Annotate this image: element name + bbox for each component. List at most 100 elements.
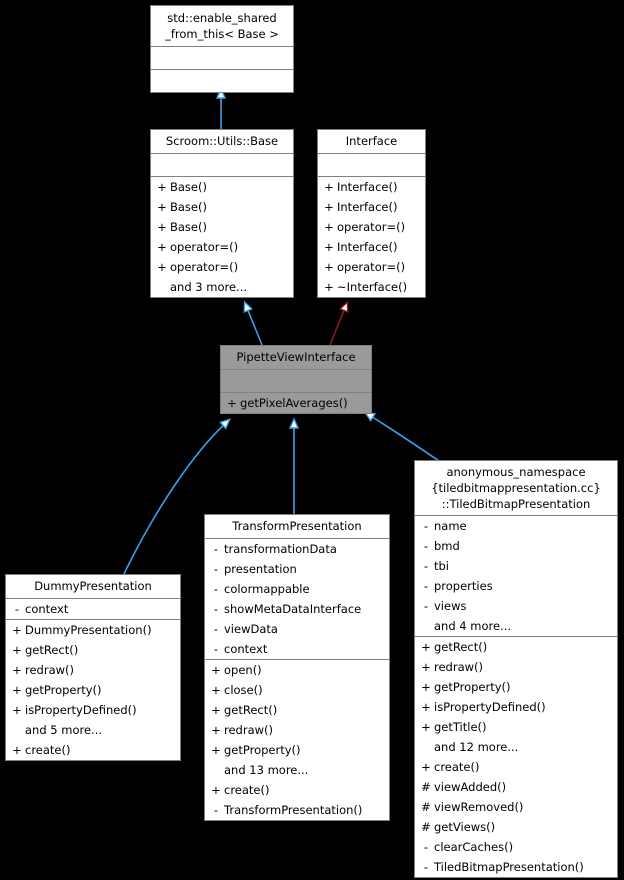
- edge-tiled-to-pipette: [366, 413, 443, 464]
- visibility-marker: +: [12, 743, 22, 757]
- member-label: and 4 more...: [434, 619, 512, 633]
- attributes-compartment: [151, 47, 293, 70]
- member-row: and 3 more...: [154, 277, 290, 297]
- member-row: -transformationData: [208, 539, 386, 559]
- member-row: +getRect(): [208, 700, 386, 720]
- visibility-marker: +: [211, 663, 221, 677]
- member-label: getRect(): [434, 640, 488, 654]
- member-label: isPropertyDefined(): [434, 700, 546, 714]
- visibility-marker: +: [12, 683, 22, 697]
- visibility-marker: +: [421, 700, 431, 714]
- member-label: viewAdded(): [434, 780, 507, 794]
- member-row: +getRect(): [9, 640, 177, 660]
- member-label: bmd: [434, 539, 460, 553]
- member-label: operator=(): [337, 260, 406, 274]
- class-title: anonymous_namespace {tiledbitmappresenta…: [415, 461, 617, 516]
- class-node-interface[interactable]: Interface +Interface()+Interface()+opera…: [317, 129, 426, 298]
- member-row: +operator=(): [321, 257, 422, 277]
- edge-pipette-to-base: [245, 303, 263, 346]
- class-node-pipette-view-interface[interactable]: PipetteViewInterface +getPixelAverages(): [220, 345, 372, 414]
- member-row: +isPropertyDefined(): [9, 700, 177, 720]
- member-label: TiledBitmapPresentation(): [434, 860, 584, 874]
- member-label: Base(): [170, 220, 207, 234]
- member-label: create(): [434, 760, 480, 774]
- member-row: +operator=(): [154, 257, 290, 277]
- visibility-marker: -: [423, 519, 429, 533]
- class-node-transform-presentation[interactable]: TransformPresentation -transformationDat…: [204, 514, 390, 821]
- attributes-compartment: [221, 370, 371, 393]
- visibility-marker: -: [213, 582, 219, 596]
- member-row: +operator=(): [321, 217, 422, 237]
- member-label: context: [224, 642, 268, 656]
- visibility-marker: +: [421, 660, 431, 674]
- class-node-tiled-bitmap-presentation[interactable]: anonymous_namespace {tiledbitmappresenta…: [414, 460, 618, 878]
- member-label: redraw(): [434, 660, 484, 674]
- member-label: Interface(): [337, 180, 398, 194]
- visibility-marker: +: [211, 743, 221, 757]
- visibility-marker: #: [421, 800, 431, 814]
- member-label: TransformPresentation(): [224, 803, 363, 817]
- member-label: open(): [224, 663, 262, 677]
- member-label: properties: [434, 579, 493, 593]
- member-label: views: [434, 599, 467, 613]
- visibility-marker: -: [423, 860, 429, 874]
- member-label: operator=(): [337, 220, 406, 234]
- visibility-marker: -: [213, 642, 219, 656]
- member-label: Interface(): [337, 200, 398, 214]
- visibility-marker: -: [213, 622, 219, 636]
- visibility-marker: -: [213, 803, 219, 817]
- member-label: Base(): [170, 180, 207, 194]
- member-label: create(): [25, 743, 71, 757]
- member-row: #viewAdded(): [418, 777, 614, 797]
- attributes-compartment: [151, 154, 293, 177]
- member-label: Base(): [170, 200, 207, 214]
- class-title: Interface: [318, 130, 425, 154]
- member-row: and 4 more...: [418, 616, 614, 636]
- methods-compartment: +Interface()+Interface()+operator=()+Int…: [318, 177, 425, 297]
- member-label: and 5 more...: [25, 723, 103, 737]
- member-row: -colormappable: [208, 579, 386, 599]
- visibility-marker: +: [157, 180, 167, 194]
- member-row: +~Interface(): [321, 277, 422, 297]
- member-row: +DummyPresentation(): [9, 620, 177, 640]
- class-node-dummy-presentation[interactable]: DummyPresentation -context +DummyPresent…: [5, 574, 181, 761]
- class-node-enable-shared-from-this[interactable]: std::enable_shared _from_this< Base >: [150, 5, 294, 93]
- visibility-marker: +: [211, 783, 221, 797]
- member-row: -context: [208, 639, 386, 659]
- member-row: -TiledBitmapPresentation(): [418, 857, 614, 877]
- member-label: getViews(): [434, 820, 496, 834]
- member-row: and 12 more...: [418, 737, 614, 757]
- member-row: +create(): [9, 740, 177, 760]
- member-row: +close(): [208, 680, 386, 700]
- member-label: presentation: [224, 562, 297, 576]
- visibility-marker: +: [157, 260, 167, 274]
- member-row: -tbi: [418, 556, 614, 576]
- member-row: +getTitle(): [418, 717, 614, 737]
- visibility-marker: -: [423, 599, 429, 613]
- visibility-marker: +: [324, 180, 334, 194]
- member-label: operator=(): [170, 260, 239, 274]
- member-label: and 12 more...: [434, 740, 519, 754]
- member-row: +getProperty(): [418, 677, 614, 697]
- visibility-marker: +: [324, 260, 334, 274]
- visibility-marker: +: [211, 723, 221, 737]
- class-node-scroom-utils-base[interactable]: Scroom::Utils::Base +Base()+Base()+Base(…: [150, 129, 294, 298]
- member-row: +redraw(): [208, 720, 386, 740]
- member-row: -showMetaDataInterface: [208, 599, 386, 619]
- attributes-compartment: [318, 154, 425, 177]
- visibility-marker: +: [421, 640, 431, 654]
- visibility-marker: +: [211, 703, 221, 717]
- visibility-marker: -: [14, 602, 20, 616]
- member-label: getRect(): [25, 643, 79, 657]
- member-row: +operator=(): [154, 237, 290, 257]
- member-label: tbi: [434, 559, 450, 573]
- visibility-marker: +: [324, 280, 334, 294]
- member-label: operator=(): [170, 240, 239, 254]
- class-title: TransformPresentation: [205, 515, 389, 539]
- member-row: +create(): [418, 757, 614, 777]
- visibility-marker: +: [12, 663, 22, 677]
- member-label: viewData: [224, 622, 278, 636]
- member-label: and 13 more...: [224, 763, 309, 777]
- attributes-compartment: -transformationData-presentation-colorma…: [205, 539, 389, 660]
